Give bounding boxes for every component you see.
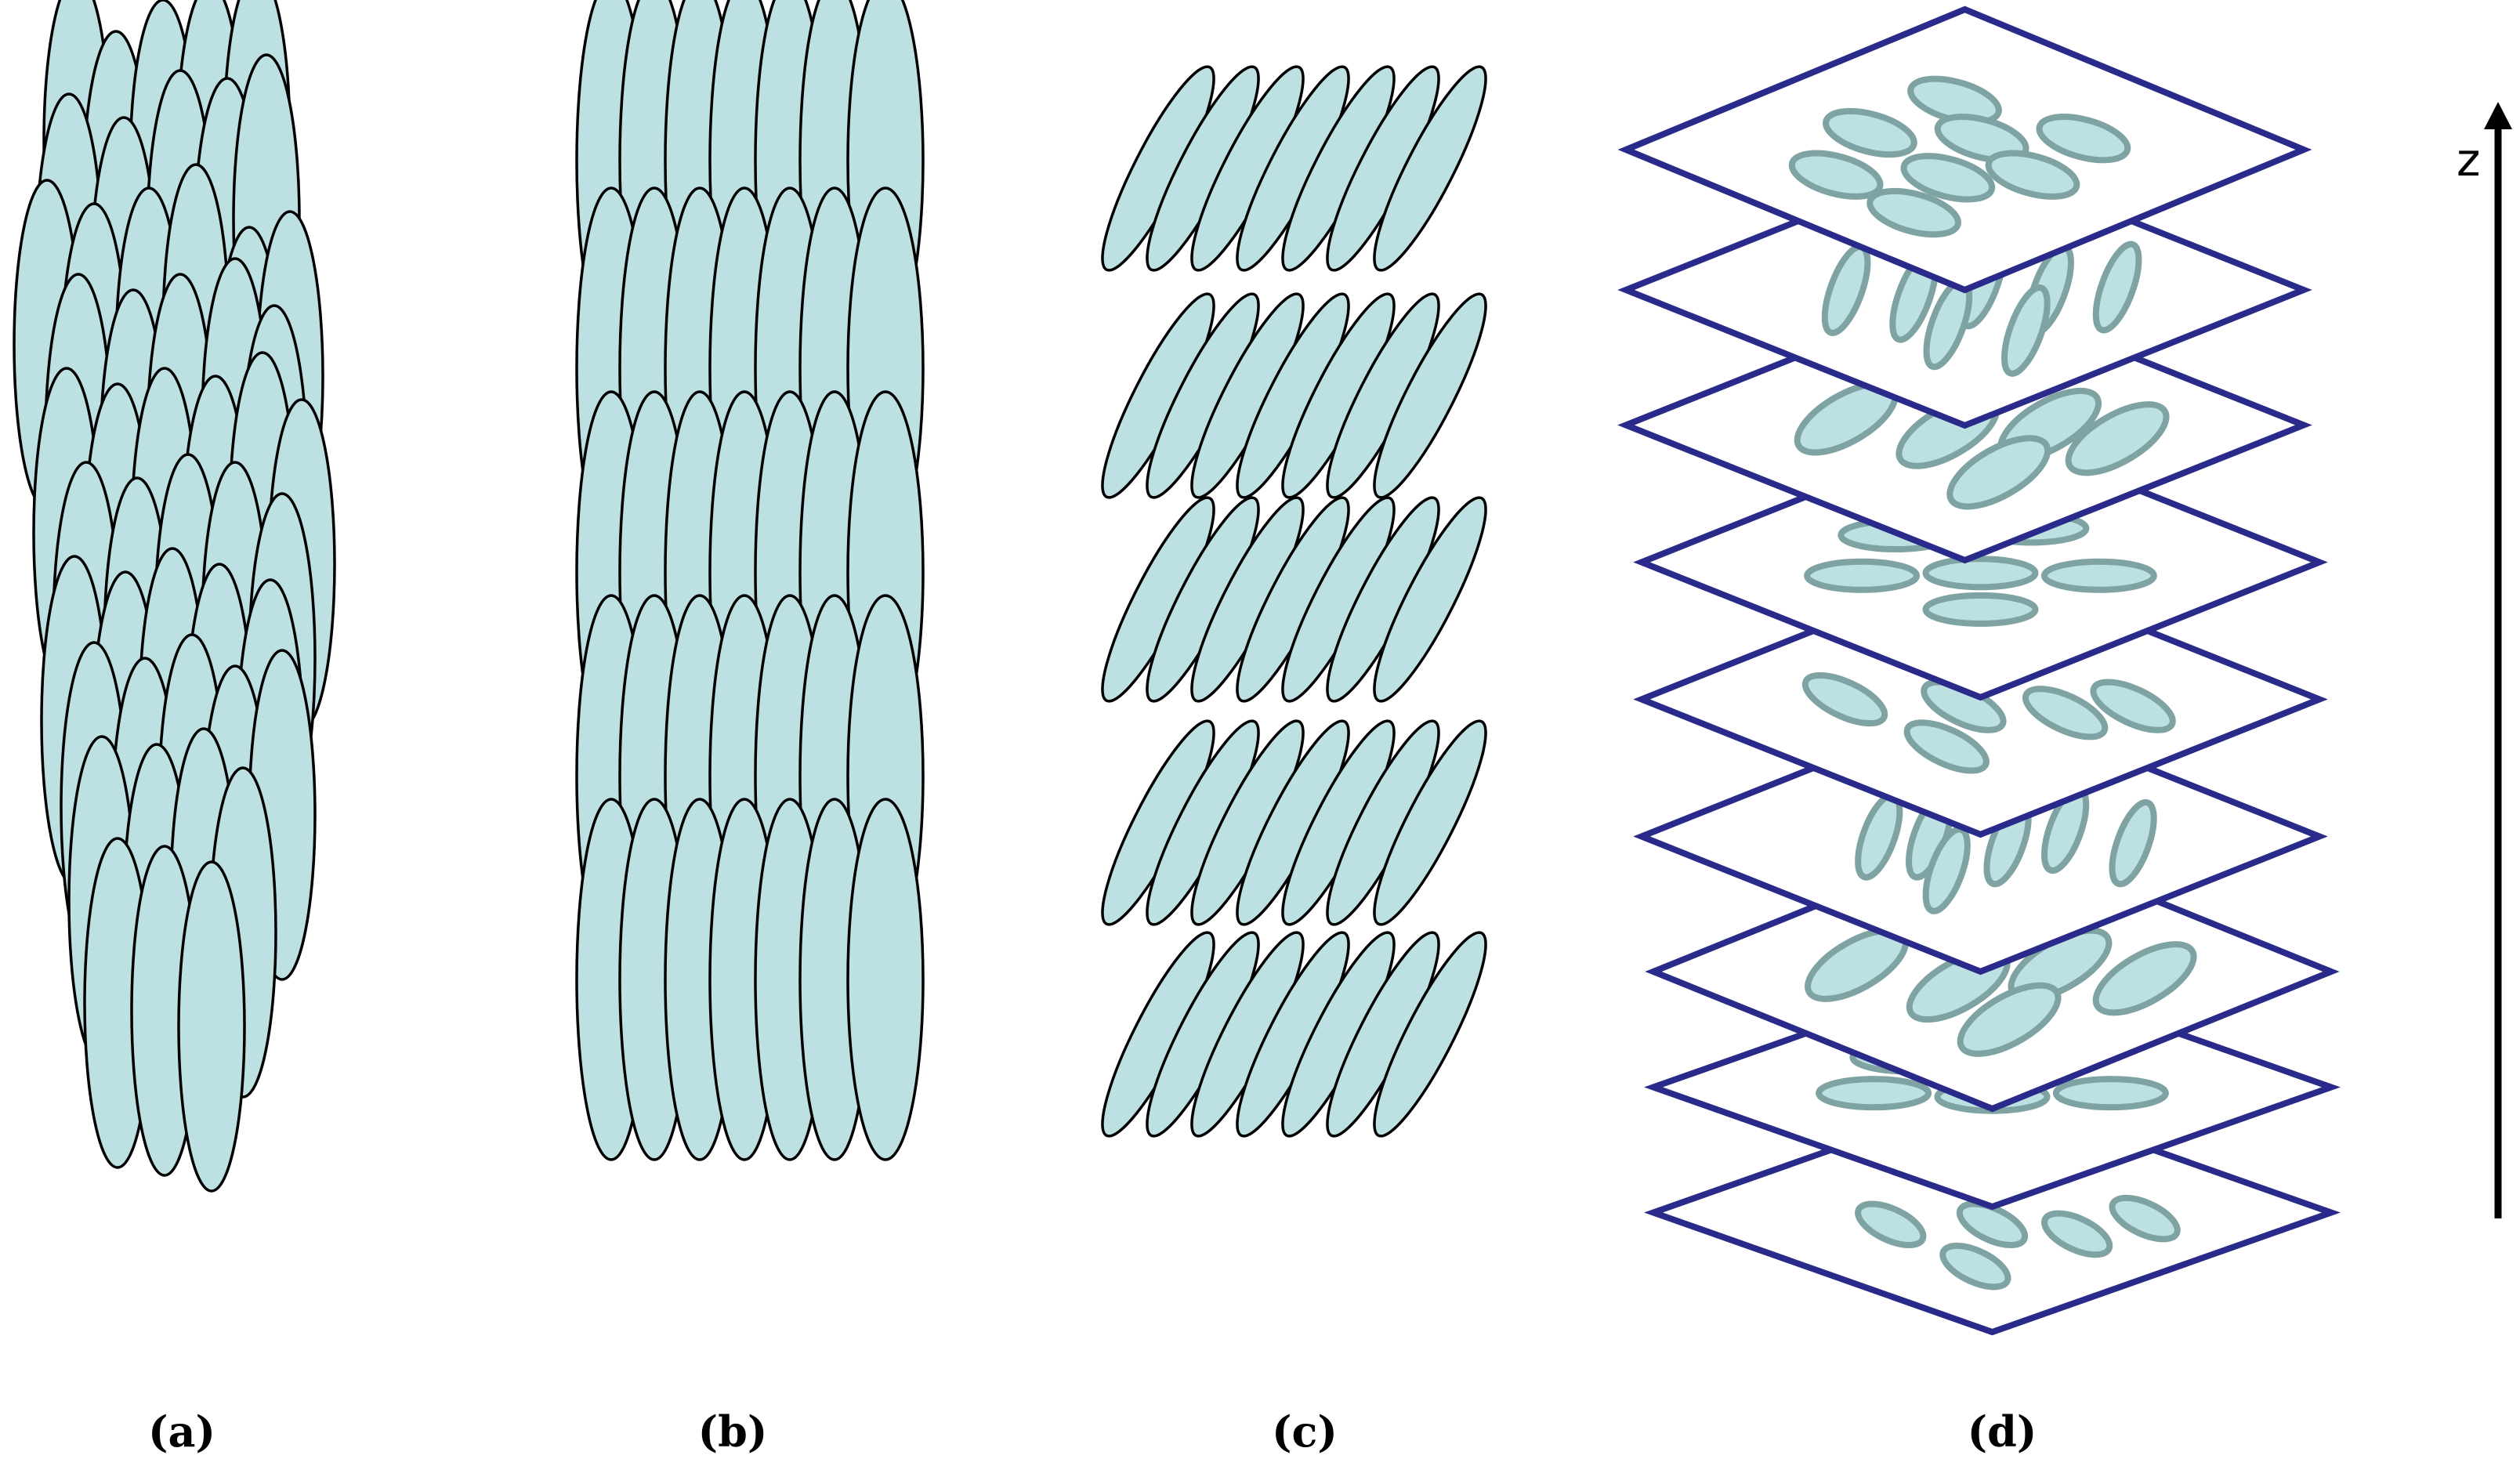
molecule-d-0-4 bbox=[1788, 150, 1884, 200]
panel-b-smectic-a bbox=[575, 0, 925, 1161]
molecule-d-2-3 bbox=[2065, 401, 2170, 476]
z-axis-label: z bbox=[2457, 133, 2481, 186]
molecule-d-3-3 bbox=[1922, 556, 2039, 591]
molecule-d-8-2 bbox=[2040, 1210, 2113, 1258]
molecule-a-48 bbox=[177, 860, 246, 1193]
molecule-d-4-3 bbox=[2090, 679, 2176, 733]
molecule-d-3-5 bbox=[1922, 592, 2039, 627]
molecule-d-8-3 bbox=[2109, 1194, 2181, 1243]
z-axis-arrow bbox=[2484, 102, 2512, 1218]
panel-d-cholesteric bbox=[1617, 5, 2341, 1336]
panel-c-caption: (c) bbox=[1272, 1406, 1338, 1457]
z-axis-arrowhead bbox=[2484, 102, 2512, 129]
molecule-c-1-6 bbox=[1373, 292, 1487, 499]
molecule-d-4-0 bbox=[1801, 672, 1888, 727]
molecule-c-2-6 bbox=[1373, 496, 1487, 703]
molecule-d-2-4 bbox=[1946, 435, 2051, 510]
molecule-d-0-1 bbox=[1823, 107, 1917, 158]
molecule-d-4-4 bbox=[1903, 719, 1990, 774]
panel-a-nematic bbox=[13, 0, 336, 1193]
molecule-d-0-2 bbox=[1934, 114, 2029, 164]
molecule-d-3-2 bbox=[1804, 558, 1921, 593]
molecule-d-0-5 bbox=[1900, 153, 1996, 203]
molecule-d-7-4 bbox=[2052, 1076, 2169, 1111]
molecule-d-4-2 bbox=[2022, 686, 2109, 740]
molecule-d-5-4 bbox=[2109, 798, 2157, 888]
panel-b-caption: (b) bbox=[697, 1406, 768, 1457]
molecule-c-0-6 bbox=[1373, 65, 1487, 272]
molecule-d-7-2 bbox=[1816, 1076, 1932, 1111]
panel-c-smectic-c bbox=[1101, 65, 1487, 1138]
molecule-d-0-3 bbox=[2036, 114, 2131, 164]
panel-d-caption: (d) bbox=[1967, 1406, 2037, 1457]
molecule-d-3-4 bbox=[2040, 558, 2157, 593]
molecule-d-1-6 bbox=[2001, 284, 2051, 377]
molecule-d-6-4 bbox=[1957, 982, 2062, 1057]
molecule-b-4-6 bbox=[846, 798, 925, 1161]
molecule-d-8-4 bbox=[1939, 1242, 2011, 1291]
molecule-d-6-3 bbox=[2092, 941, 2197, 1016]
molecule-d-0-6 bbox=[1985, 150, 2080, 200]
molecule-c-3-6 bbox=[1373, 719, 1487, 926]
molecule-d-8-0 bbox=[1855, 1200, 1927, 1249]
molecule-d-8-1 bbox=[1956, 1200, 2029, 1249]
molecule-c-4-6 bbox=[1373, 931, 1487, 1138]
molecule-d-0-7 bbox=[1866, 187, 1961, 238]
panel-a-caption: (a) bbox=[147, 1406, 216, 1457]
molecule-d-1-4 bbox=[2092, 241, 2142, 334]
